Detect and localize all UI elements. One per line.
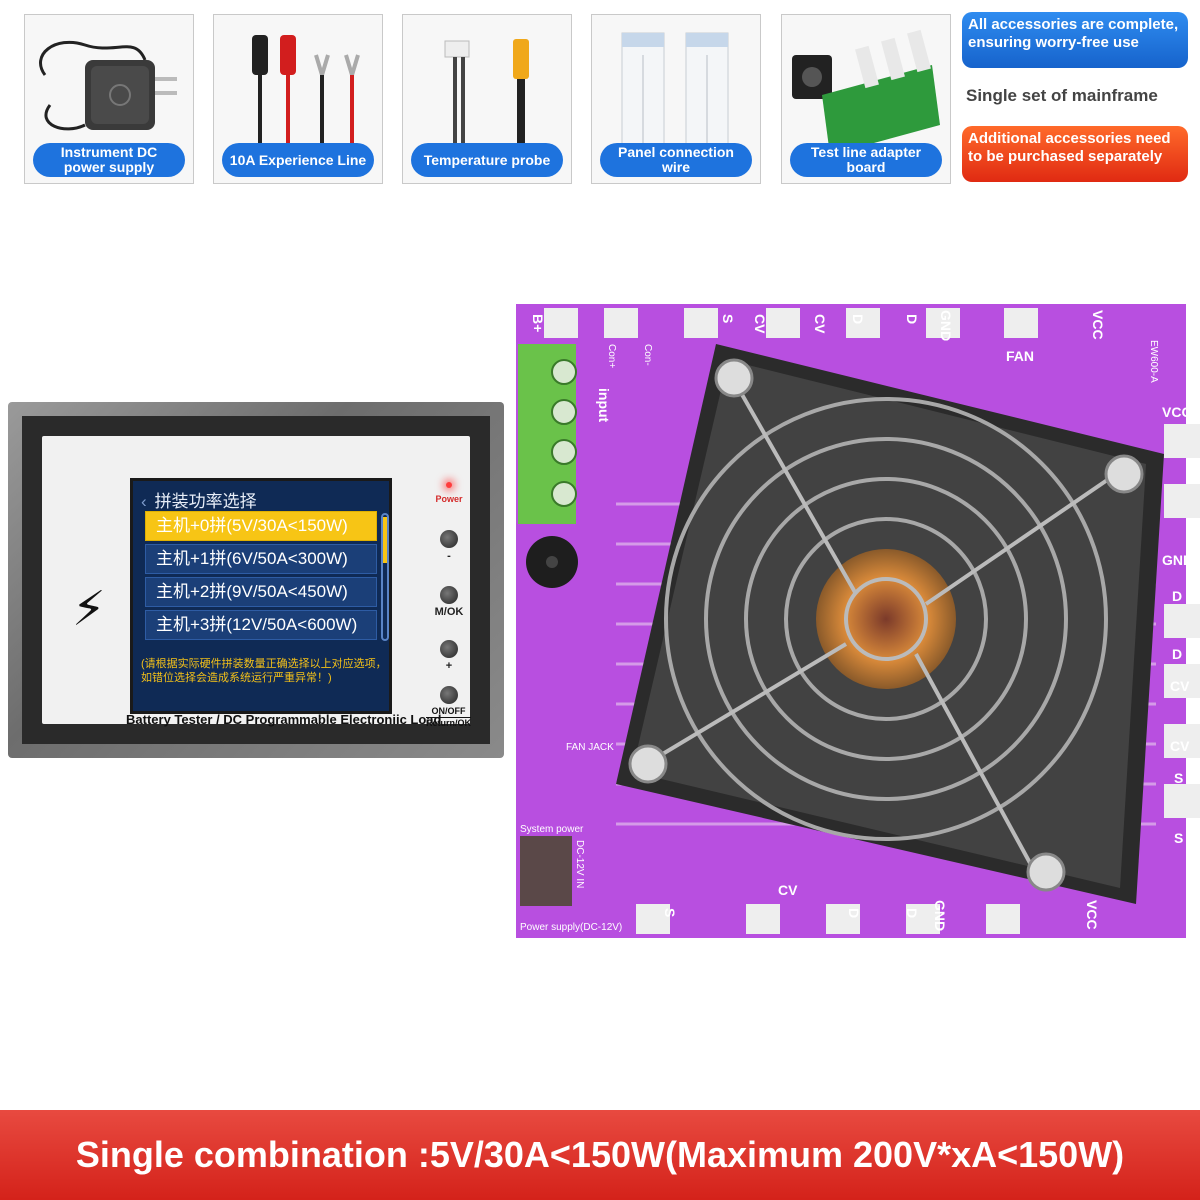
pin-label: GND	[1162, 552, 1194, 568]
pin-label: D	[904, 908, 920, 919]
accessory-tile-dc-power: Instrument DC power supply	[24, 14, 194, 184]
selection-notice: (请根据实际硬件拼装数量正确选择以上对应选项，如错位选择会造成系统运行严重异常！…	[141, 658, 387, 684]
panel-bezel: ⚡ ‹拼装功率选择 主机+0拼(5V/30A<150W) 主机+1拼(6V/50…	[22, 416, 490, 744]
pin-label: D	[904, 314, 920, 325]
menu-item-combo-3[interactable]: 主机+3拼(12V/50A<600W)	[145, 610, 377, 640]
panel-footer: Battery Tester / DC Programmable Electro…	[126, 712, 442, 727]
board-illustration	[516, 304, 1200, 938]
pin-label: D	[846, 908, 862, 919]
panel-face: ⚡ ‹拼装功率选择 主机+0拼(5V/30A<150W) 主机+1拼(6V/50…	[42, 436, 471, 728]
pin-label: VCC	[1162, 404, 1192, 420]
spec-banner: Single combination :5V/30A<150W(Maximum …	[0, 1110, 1200, 1200]
adapter-board-icon	[792, 29, 940, 155]
pin-label: CV	[752, 314, 768, 334]
minus-label: -	[447, 550, 451, 562]
badge-complete: All accessories are complete, ensuring w…	[962, 12, 1188, 68]
accessory-tile-test-line: 10A Experience Line	[213, 14, 383, 184]
minus-button[interactable]	[440, 530, 458, 548]
dc-adapter-icon	[39, 40, 177, 131]
mok-button[interactable]	[440, 586, 458, 604]
menu-scrollbar[interactable]	[381, 513, 389, 641]
pin-label: D	[850, 314, 866, 325]
spec-banner-text: Single combination :5V/30A<150W(Maximum …	[75, 1134, 1125, 1175]
model-label: EW600-A	[1148, 340, 1159, 383]
pin-label: GND	[938, 310, 954, 342]
menu-item-combo-2[interactable]: 主机+2拼(9V/50A<450W)	[145, 577, 377, 607]
single-set-text: Single set of mainframe	[966, 86, 1158, 105]
power-supply-label: Power supply(DC-12V)	[520, 922, 623, 933]
input-label: input	[596, 388, 612, 423]
onoff-button[interactable]	[440, 686, 458, 704]
con-plus-label: Con+	[606, 344, 617, 369]
plus-button[interactable]	[440, 640, 458, 658]
accessory-tile-adapter-board: Test line adapter board	[781, 14, 951, 184]
lightning-icon: ⚡	[72, 583, 106, 636]
badge-additional: Additional accessories need to be purcha…	[962, 126, 1188, 182]
temperature-probe-icon	[444, 39, 529, 159]
accessory-tile-panel-wire: Panel connection wire	[591, 14, 761, 184]
accessory-label: Test line adapter board	[790, 143, 942, 177]
pin-label: B+	[530, 314, 546, 333]
plus-label: +	[445, 660, 453, 672]
test-leads-icon	[252, 35, 360, 155]
fan-jack-label: FAN JACK	[566, 742, 614, 753]
back-arrow-icon[interactable]: ‹	[141, 492, 147, 511]
pin-label: S	[662, 908, 678, 918]
accessory-label: 10A Experience Line	[222, 143, 374, 177]
pin-label: GND	[932, 900, 948, 932]
system-power-label: System power	[520, 824, 584, 835]
pin-label: D	[1172, 646, 1183, 662]
pin-label: CV	[1170, 678, 1190, 694]
ribbon-cable-icon	[621, 32, 729, 154]
screen-title: ‹拼装功率选择	[141, 492, 257, 511]
power-label: Power	[435, 494, 463, 504]
lcd-screen: ‹拼装功率选择 主机+0拼(5V/30A<150W) 主机+1拼(6V/50A<…	[130, 478, 392, 714]
pin-label: CV	[1170, 738, 1190, 754]
pin-label: S	[1174, 830, 1184, 846]
pin-label: S	[1174, 770, 1184, 786]
instrument-panel: ⚡ ‹拼装功率选择 主机+0拼(5V/30A<150W) 主机+1拼(6V/50…	[8, 402, 504, 758]
fan-label: FAN	[1006, 348, 1034, 364]
power-led-icon	[446, 482, 452, 488]
power-menu: 主机+0拼(5V/30A<150W) 主机+1拼(6V/50A<300W) 主机…	[145, 511, 377, 643]
pin-label: VCC	[1090, 310, 1106, 340]
menu-item-combo-0[interactable]: 主机+0拼(5V/30A<150W)	[145, 511, 377, 541]
dc-in-label: DC-12V IN	[574, 840, 585, 889]
pin-label: VCC	[1084, 900, 1100, 930]
pin-label: D	[1172, 588, 1183, 604]
pin-label: CV	[812, 314, 828, 334]
pin-label: CV	[778, 882, 798, 898]
menu-scroll-thumb[interactable]	[383, 517, 387, 563]
menu-item-combo-1[interactable]: 主机+1拼(6V/50A<300W)	[145, 544, 377, 574]
accessory-label: Instrument DC power supply	[33, 143, 185, 177]
con-minus-label: Con-	[642, 344, 653, 366]
load-board: B+ S CV CV D D GND VCC VCC GND D D CV CV…	[516, 304, 1200, 938]
accessory-label: Panel connection wire	[600, 143, 752, 177]
accessory-tile-temperature: Temperature probe	[402, 14, 572, 184]
onoff-label: ON/OFF Return/OK	[426, 706, 471, 728]
pin-label: S	[720, 314, 736, 324]
accessory-label: Temperature probe	[411, 143, 563, 177]
mok-label: M/OK	[434, 606, 464, 618]
